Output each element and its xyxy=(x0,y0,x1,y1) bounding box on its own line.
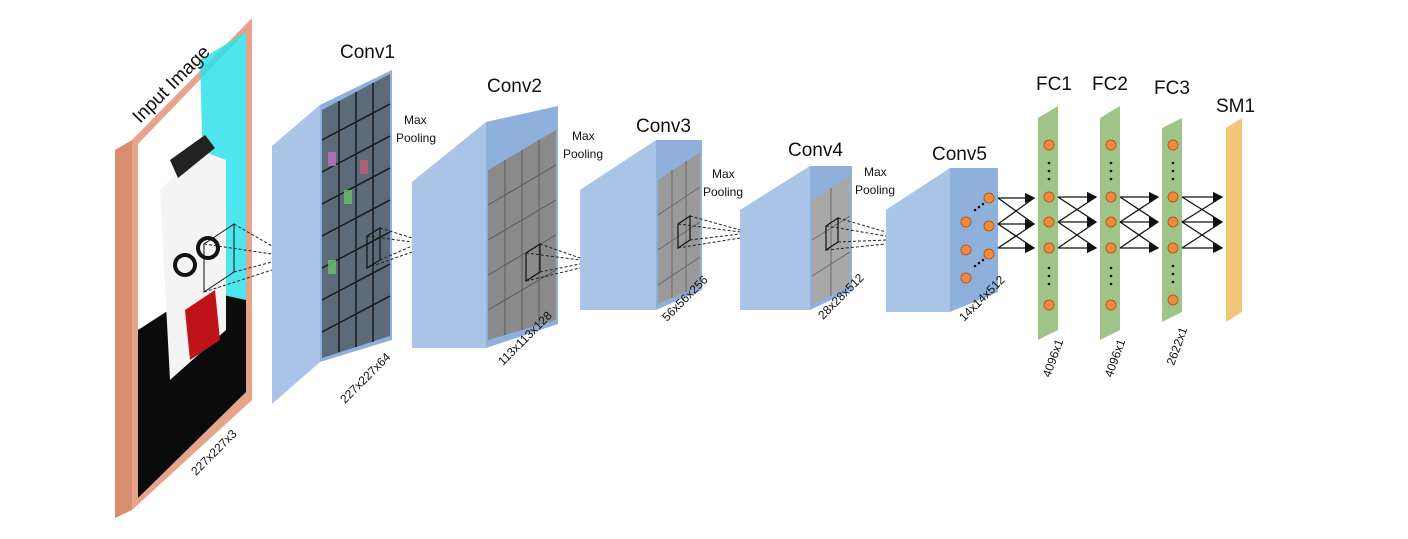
conv2-block: Conv2 113x113x128 xyxy=(412,76,558,368)
conv5-fc1-connections xyxy=(997,192,1036,254)
conv3-block: Conv3 56x56x256 xyxy=(580,116,711,324)
pooling-2-line1: Max xyxy=(572,129,595,143)
conv5-neuron xyxy=(960,244,972,256)
pooling-2-line2: Pooling xyxy=(563,147,603,161)
input-frame-side xyxy=(115,140,132,518)
pooling-3-line1: Max xyxy=(712,167,735,181)
conv1-dims-label: 227x227x64 xyxy=(337,350,393,406)
pooling-4: Max Pooling xyxy=(825,165,895,251)
fc3-dims-label: 2622x1 xyxy=(1164,325,1191,367)
fc1-neuron xyxy=(1043,191,1055,203)
fc1-neuron xyxy=(1043,216,1055,228)
conv5-neuron xyxy=(960,272,972,284)
fc3-neuron xyxy=(1167,216,1179,228)
conv1-front xyxy=(272,105,320,404)
fc3-label: FC3 xyxy=(1154,78,1190,99)
fc1-layer: FC1 4096x1 xyxy=(1036,74,1072,379)
fc1-neuron xyxy=(1043,139,1055,151)
photo-glasses-left xyxy=(173,253,197,277)
conv4-block: Conv4 28x28x512 xyxy=(740,140,867,322)
fc2-dims-label: 4096x1 xyxy=(1102,337,1129,379)
fc1-fc2-connections xyxy=(1057,191,1098,254)
photo-hair xyxy=(170,135,215,178)
conv1-filter-grid xyxy=(321,83,391,352)
conv5-neuron xyxy=(983,220,995,232)
sm1-bar xyxy=(1226,118,1242,322)
conv4-front xyxy=(740,166,810,310)
fc1-dims-label: 4096x1 xyxy=(1040,337,1067,379)
pooling-3-line2: Pooling xyxy=(703,185,743,199)
input-image-block: Input Image 227x227x3 xyxy=(115,18,252,518)
fc3-sm1-connections xyxy=(1181,191,1224,254)
conv1-block: Conv1 227x227x64 xyxy=(272,42,395,406)
fc1-label: FC1 xyxy=(1036,74,1072,95)
conv1-label: Conv1 xyxy=(340,42,395,63)
fc2-layer: FC2 4096x1 xyxy=(1092,74,1128,379)
conv5-ellipsis xyxy=(973,202,985,268)
conv5-neuron xyxy=(983,248,995,260)
conv3-feature-maps xyxy=(658,152,700,304)
photo-glasses-right xyxy=(196,236,220,260)
fc2-label: FC2 xyxy=(1092,74,1128,95)
input-to-conv1-projection xyxy=(203,223,273,293)
fc1-neuron xyxy=(1043,242,1055,254)
fc3-neuron xyxy=(1167,139,1179,151)
pooling-4-line2: Pooling xyxy=(855,183,895,197)
pooling-1-line2: Pooling xyxy=(396,131,436,145)
conv5-neuron xyxy=(960,216,972,228)
conv2-filter-grid xyxy=(487,140,557,335)
conv3-front xyxy=(580,140,656,310)
pooling-4-line1: Max xyxy=(864,165,887,179)
fc2-neuron xyxy=(1105,216,1117,228)
sm1-layer: SM1 xyxy=(1216,96,1255,322)
fc2-neuron xyxy=(1105,299,1117,311)
fc3-neuron xyxy=(1167,191,1179,203)
conv3-filter-grid xyxy=(657,161,701,298)
fc3-layer: FC3 2622x1 xyxy=(1154,78,1190,367)
sm1-label: SM1 xyxy=(1216,96,1255,117)
fc3-neuron xyxy=(1167,294,1179,306)
fc2-fc3-connections xyxy=(1119,191,1160,254)
conv5-front xyxy=(886,168,950,312)
conv2-front xyxy=(412,122,486,348)
photo-shirt xyxy=(138,290,246,498)
fc2-neuron xyxy=(1105,242,1117,254)
conv5-neuron xyxy=(983,192,995,204)
pooling-3: Max Pooling xyxy=(677,167,743,249)
fc2-neuron xyxy=(1105,139,1117,151)
fc3-neuron xyxy=(1167,242,1179,254)
pooling-1: Max Pooling xyxy=(366,113,436,269)
fc2-neuron xyxy=(1105,191,1117,203)
conv5-neurons xyxy=(960,192,995,284)
pooling-2: Max Pooling xyxy=(525,129,603,282)
conv4-label: Conv4 xyxy=(788,140,843,161)
photo-lips xyxy=(185,290,220,360)
conv3-label: Conv3 xyxy=(636,116,691,137)
conv2-label: Conv2 xyxy=(487,76,542,97)
fc1-neuron xyxy=(1043,299,1055,311)
pooling-1-line1: Max xyxy=(404,113,427,127)
conv5-label: Conv5 xyxy=(932,144,987,165)
conv5-block: Conv5 14x14x512 xyxy=(886,144,1008,324)
